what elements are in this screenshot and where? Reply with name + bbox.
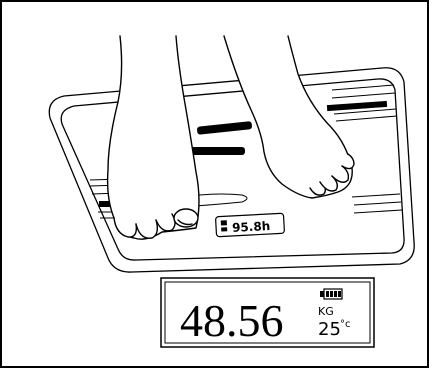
temperature-unit: °c: [340, 319, 351, 330]
scale-lcd-value: 95.8h: [232, 219, 271, 235]
scale-lcd-icon: [221, 220, 227, 225]
weight-unit: KG: [318, 305, 334, 318]
temperature-value: 25: [318, 319, 341, 340]
scale-illustration: 95.8h 48.56 KG 25 °c: [2, 2, 427, 366]
left-foot: [108, 36, 199, 239]
scale-body: [49, 68, 414, 272]
weight-readout: 48.56 KG 25 °c: [161, 278, 374, 347]
weight-value: 48.56: [180, 295, 284, 346]
scale-lcd: 95.8h: [216, 213, 285, 237]
